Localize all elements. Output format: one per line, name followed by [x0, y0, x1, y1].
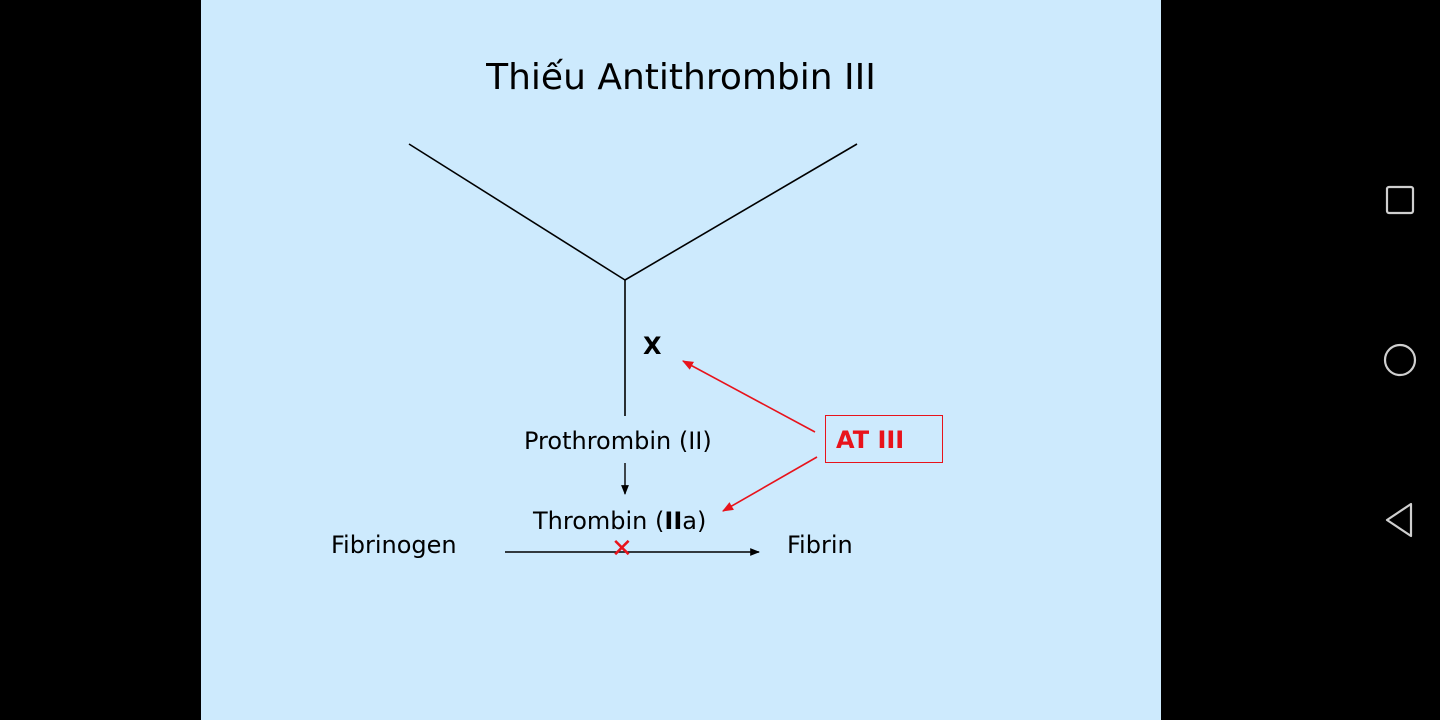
fibrin-label: Fibrin [787, 531, 853, 559]
inhibition-arrow-to-thrombin [722, 456, 818, 512]
navigation-bar [1161, 0, 1440, 720]
fibrinogen-label: Fibrinogen [331, 531, 457, 559]
antithrombin-label: AT III [836, 426, 905, 454]
prothrombin-label: Prothrombin (II) [524, 427, 712, 455]
antithrombin-box: AT III [825, 415, 943, 463]
thrombin-label-suffix: a) [682, 507, 707, 535]
thrombin-label-bold: II [664, 507, 683, 535]
thrombin-label: Thrombin (IIa) [533, 509, 706, 533]
intrinsic-pathway-line [408, 143, 626, 281]
circle-icon [1383, 343, 1417, 377]
coagulation-diagram [408, 143, 858, 556]
blocked-reaction-mark: ✕ [611, 533, 633, 563]
home-button[interactable] [1370, 330, 1430, 390]
factor-x-label: X [643, 332, 662, 360]
recents-button[interactable] [1370, 170, 1430, 230]
slide-title: Thiếu Antithrombin III [486, 57, 876, 98]
inhibition-arrow-to-x [682, 360, 816, 433]
thrombin-label-prefix: Thrombin ( [533, 507, 665, 535]
extrinsic-pathway-line [624, 143, 858, 281]
square-icon [1385, 185, 1415, 215]
back-button[interactable] [1370, 490, 1430, 550]
triangle-back-icon [1385, 502, 1413, 538]
presentation-slide: Thiếu Antithrombin III X Prothrombin (II… [201, 0, 1161, 720]
